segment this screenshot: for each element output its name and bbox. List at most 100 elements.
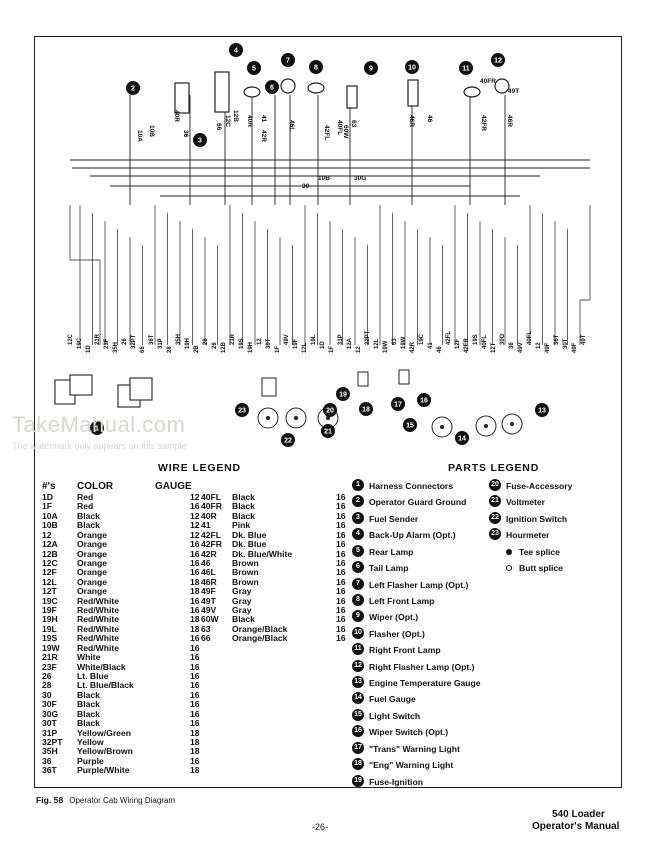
footer-manual: Operator's Manual xyxy=(532,821,620,832)
wire-label: 35H xyxy=(113,342,119,353)
wire-gauge: 16 xyxy=(336,633,346,644)
harness-connector xyxy=(129,377,153,401)
parts-legend-title: PARTS LEGEND xyxy=(448,462,540,474)
callout-number: 18 xyxy=(362,407,370,414)
wire-num: 12B xyxy=(42,548,58,559)
wire-color: Pink xyxy=(232,520,251,531)
part-number-badge: 10 xyxy=(352,626,364,639)
figure-caption-text: Operator Cab Wiring Diagram xyxy=(69,796,176,805)
watermark-note: The watermark only appears on this sampl… xyxy=(12,441,187,451)
callout-number: 2 xyxy=(131,86,135,93)
wire-num: 49V xyxy=(201,605,217,616)
part-label: Fuse-Accessory xyxy=(506,481,573,491)
wire-color: Red/White xyxy=(77,595,120,606)
callout-number: 10 xyxy=(408,65,416,72)
part-label: Voltmeter xyxy=(506,497,545,508)
wire-harness xyxy=(69,205,101,345)
flasher-component xyxy=(407,79,419,107)
part-number-badge: 14 xyxy=(352,692,364,705)
wire-num: 12T xyxy=(42,586,57,597)
wire-label: 19S xyxy=(473,334,479,345)
wire-label: 42R xyxy=(260,130,267,142)
wire-label: 28 xyxy=(167,346,173,353)
callout-number: 3 xyxy=(198,138,202,145)
part-number-badge: 12 xyxy=(352,659,364,672)
wire-label: 46 xyxy=(426,115,433,123)
part-label: Rear Lamp xyxy=(369,546,414,557)
wire-color: Red xyxy=(77,501,94,512)
wire-color: Brown xyxy=(232,576,259,587)
wire-gauge: 16 xyxy=(190,567,200,578)
wire-label: 12B xyxy=(232,110,239,122)
wire-color: Gray xyxy=(232,586,252,597)
wire-color: Orange xyxy=(77,586,108,597)
wire-label: 12 xyxy=(257,338,263,345)
wire-label: 36 xyxy=(509,342,515,349)
part-label: Fuel Gauge xyxy=(369,694,416,705)
wire-label: 21R xyxy=(230,333,236,345)
callout-badge xyxy=(90,421,104,435)
wire-gauge: 16 xyxy=(190,548,200,559)
wire-label: 31P xyxy=(158,338,164,349)
backup-alarm-component xyxy=(214,71,230,113)
wire-label: 19C xyxy=(419,333,425,345)
callout-number: 23 xyxy=(238,408,246,415)
wire-label: 31P xyxy=(338,334,344,345)
callout-number: 21 xyxy=(324,429,332,436)
wire-gauge: 16 xyxy=(190,595,200,606)
wire-gauge: 16 xyxy=(336,605,346,616)
bus-label: 30 xyxy=(302,183,310,190)
part-label: Harness Connectors xyxy=(369,481,454,491)
wire-label: 46L xyxy=(288,120,295,131)
wire-legend-title: WIRE LEGEND xyxy=(158,462,241,474)
callout-number: 17 xyxy=(394,402,402,409)
wire-color: Yellow/Green xyxy=(77,727,131,738)
wire-label: 21R xyxy=(95,333,101,345)
part-label: Tail Lamp xyxy=(369,563,409,574)
wire-color: Orange xyxy=(77,548,108,559)
wire-color: Red/White xyxy=(77,614,120,625)
wire-color: Red/White xyxy=(77,623,120,634)
wire-num: 19H xyxy=(42,614,58,625)
wire-color: Orange xyxy=(77,539,108,550)
wire-label: 41 xyxy=(260,115,267,123)
wire-num: 1D xyxy=(42,492,53,502)
wire-num: 40FR xyxy=(201,501,223,512)
wire-num: 30F xyxy=(42,699,57,710)
wire-label: 22PT xyxy=(365,330,371,345)
wire-gauge: 16 xyxy=(190,661,200,672)
wire-label: 23F xyxy=(104,338,110,349)
wire-label: 12F xyxy=(455,338,461,349)
wire-label: 42FR xyxy=(464,338,470,353)
wire-num: 12 xyxy=(42,529,52,540)
callout-number: 22 xyxy=(284,438,292,445)
wire-color: Yellow/Brown xyxy=(77,746,133,757)
wire-gauge: 16 xyxy=(190,755,200,766)
wire-label: 2B xyxy=(194,345,200,353)
wire-label: 12 xyxy=(536,342,542,349)
trans-warning-light-component xyxy=(398,369,410,385)
wire-color: Black xyxy=(77,708,100,719)
part-number-badge: 21 xyxy=(489,495,501,508)
callout-badge xyxy=(281,53,295,67)
wire-color: Dk. Blue xyxy=(232,539,267,550)
wire-color: Orange xyxy=(77,529,108,540)
wire-color: Red/White xyxy=(77,605,120,616)
wire-gauge: 16 xyxy=(336,529,346,540)
wire-label: 46R xyxy=(506,115,513,127)
gauge-terminal xyxy=(294,416,298,420)
wire-gauge: 18 xyxy=(190,746,200,757)
wire-num: 42FR xyxy=(201,539,223,550)
